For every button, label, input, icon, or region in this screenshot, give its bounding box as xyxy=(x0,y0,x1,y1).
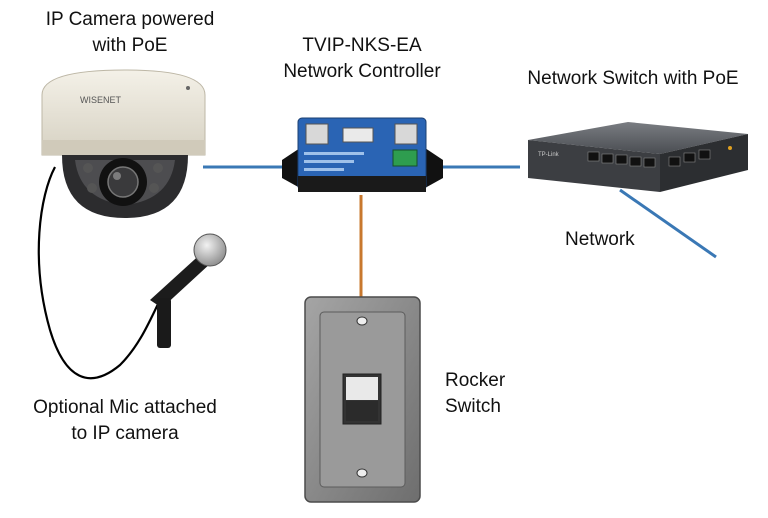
camera-label: IP Camera powered with PoE xyxy=(45,9,215,56)
svg-text:TP-Link: TP-Link xyxy=(538,152,560,158)
mic-label: Optional Mic attached to IP camera xyxy=(33,397,217,444)
rocker-switch-label: Rocker Switch xyxy=(445,370,506,417)
network-switch-icon: TP-Link xyxy=(528,122,748,192)
ip-camera-icon: WISENET xyxy=(41,69,206,218)
network-cable xyxy=(619,188,717,259)
mic-cable xyxy=(37,166,161,380)
switch-label: Network Switch with PoE xyxy=(527,68,739,89)
microphone-icon xyxy=(150,233,227,348)
rocker-switch-icon xyxy=(304,296,421,503)
network-controller-icon xyxy=(282,117,443,192)
network-label: Network xyxy=(565,229,635,250)
svg-text:WISENET: WISENET xyxy=(80,95,122,105)
controller-label: TVIP-NKS-EA Network Controller xyxy=(283,35,441,82)
